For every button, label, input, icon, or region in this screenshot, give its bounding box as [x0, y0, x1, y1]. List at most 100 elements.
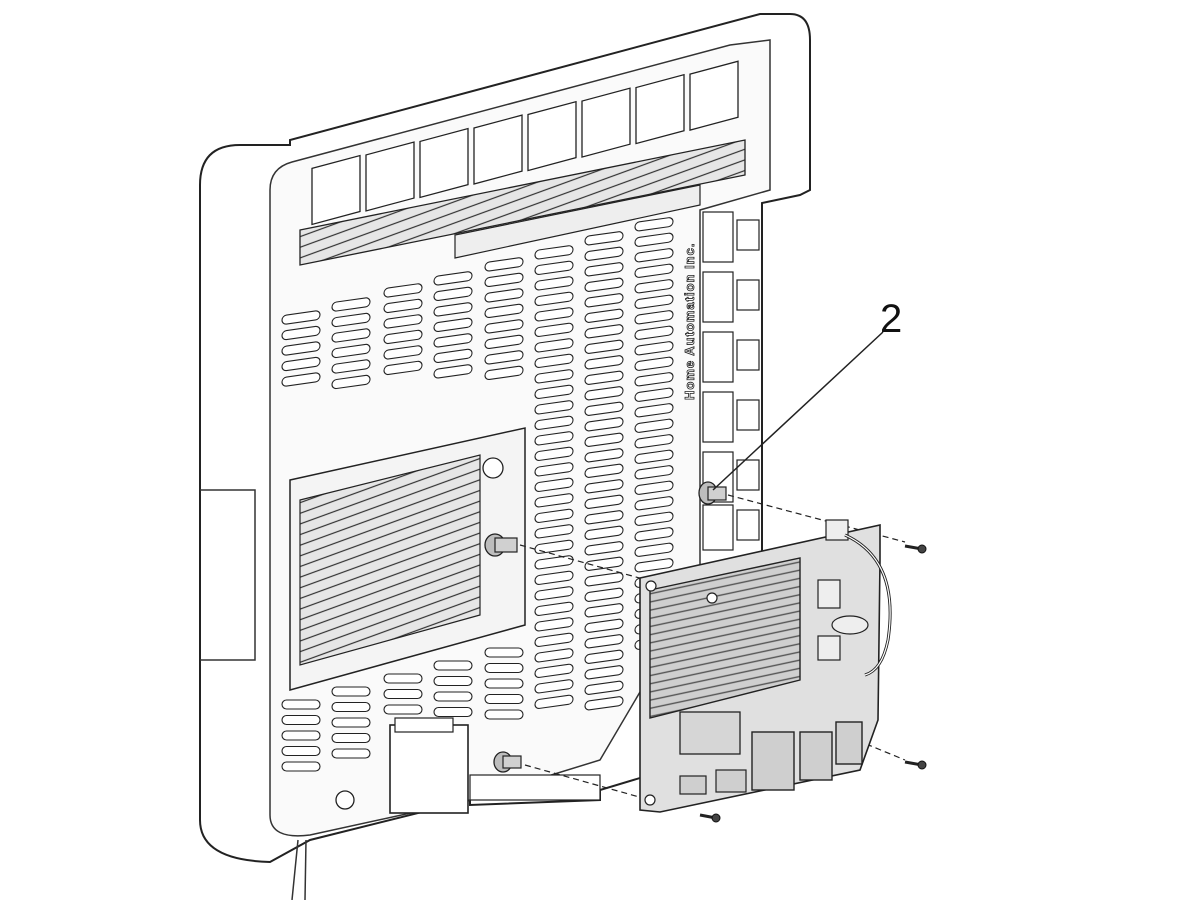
vent-slot: [534, 245, 574, 260]
vent-slot: [484, 678, 524, 689]
vent-slot: [584, 618, 624, 633]
vent-slot: [584, 587, 624, 602]
side-terminal-tab: [736, 339, 760, 371]
vent-slot: [331, 686, 371, 697]
standoff: [698, 481, 727, 505]
vent-slot: [281, 341, 321, 356]
sd-card-module: [679, 711, 741, 755]
enclosure-left-edge: [200, 489, 256, 661]
power-connector-top: [394, 717, 454, 733]
vent-slot: [433, 660, 473, 671]
vent-slot: [484, 693, 524, 705]
side-terminal-tab: [736, 219, 760, 251]
coin-cell-battery: [831, 615, 869, 635]
vent-slot: [634, 310, 674, 325]
vent-slot: [584, 510, 624, 525]
vent-slot: [534, 648, 574, 663]
terminal-block: [473, 114, 523, 185]
mounting-bracket: [469, 774, 601, 801]
vent-slot: [534, 462, 574, 477]
internal-heatsink: [299, 454, 481, 666]
vent-slot: [331, 717, 371, 728]
side-terminal-tab: [736, 509, 760, 541]
vent-slot: [281, 699, 321, 710]
vent-slot: [584, 355, 624, 370]
vent-slot: [584, 231, 624, 246]
single-board-computer: [639, 519, 892, 813]
vent-slot: [534, 384, 574, 399]
vent-slot: [534, 260, 574, 275]
vent-slot: [331, 328, 371, 343]
vent-slot: [383, 283, 423, 298]
vent-slot: [484, 365, 524, 381]
vent-slot: [634, 434, 674, 449]
vent-slot: [433, 348, 473, 364]
vent-slot: [281, 310, 321, 325]
vent-slot: [484, 272, 524, 288]
vent-slot: [534, 679, 574, 694]
vent-slot: [584, 324, 624, 339]
standoff: [484, 533, 518, 557]
vent-slot: [331, 748, 371, 759]
vent-slot: [584, 432, 624, 447]
vent-slot: [383, 298, 423, 314]
vent-slot: [634, 325, 674, 340]
vent-slot: [634, 558, 674, 573]
connector-strip: [299, 139, 746, 266]
vent-slot: [534, 446, 574, 461]
standoff: [493, 751, 522, 773]
vent-slot: [331, 732, 371, 744]
vent-slot: [534, 570, 574, 585]
vent-slot: [584, 680, 624, 695]
vent-slot: [584, 417, 624, 432]
vent-slot: [584, 525, 624, 540]
vent-slot: [484, 647, 524, 658]
vent-slot: [534, 353, 574, 368]
terminal-block-row-upper: [311, 60, 739, 226]
terminal-block: [365, 141, 415, 212]
vent-slot: [281, 372, 321, 387]
vent-slot: [634, 527, 674, 542]
antenna-cable-inner: [844, 534, 891, 676]
side-terminal-tab: [736, 459, 760, 491]
vent-slot: [484, 334, 524, 350]
header-connector: [817, 635, 841, 661]
side-terminal-tab: [736, 399, 760, 431]
antenna-connector: [825, 519, 849, 541]
vent-slot: [383, 688, 423, 700]
vent-slot: [534, 524, 574, 539]
side-terminal: [702, 331, 734, 383]
enclosure-cable-2: [304, 839, 307, 900]
connector-strip-lower: [454, 184, 701, 259]
mounting-screw: [699, 813, 721, 823]
vent-slot: [584, 401, 624, 416]
vent-slot: [584, 649, 624, 664]
side-terminal: [702, 391, 734, 443]
vent-slot: [584, 696, 624, 711]
vent-slot: [534, 338, 574, 353]
vent-slot: [433, 691, 473, 702]
ventilation-slots: [281, 217, 674, 772]
vent-slot: [281, 730, 321, 741]
vent-slot: [584, 494, 624, 509]
vent-slot: [534, 400, 574, 415]
power-connector-module: [389, 724, 469, 814]
vent-slot: [634, 480, 674, 495]
vent-slot: [634, 496, 674, 511]
vent-slot: [534, 617, 574, 632]
vent-slot: [281, 745, 321, 757]
vent-slot: [331, 374, 371, 390]
vent-slot: [534, 632, 574, 647]
vent-slot: [534, 508, 574, 523]
vent-slot: [584, 339, 624, 354]
vent-slot: [331, 701, 371, 713]
vent-slot: [534, 322, 574, 337]
vent-slot: [534, 415, 574, 430]
vent-slot: [484, 709, 524, 720]
vent-slot: [634, 387, 674, 402]
vent-slot: [534, 601, 574, 616]
terminal-block: [581, 87, 631, 158]
vent-slot: [534, 477, 574, 492]
vent-slot: [281, 714, 321, 726]
